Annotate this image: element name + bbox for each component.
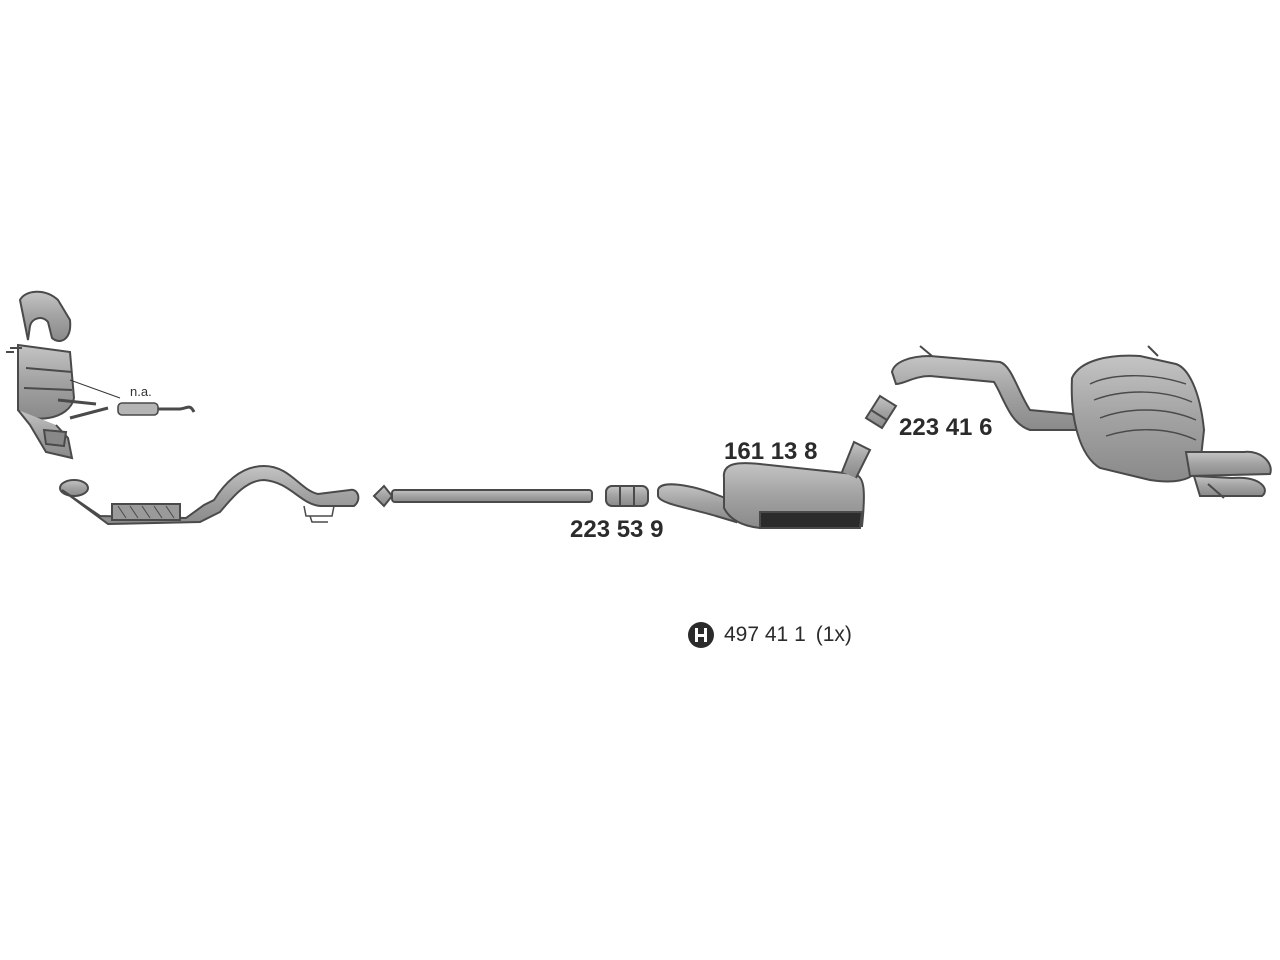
hardware-part-number: 497 41 1 [724,623,806,646]
not-available-label: n.a. [130,384,152,399]
intermediate-pipe[interactable] [372,484,593,508]
part-number-rear-clamp: 223 41 6 [899,414,992,441]
hardware-kit: 497 41 1 (1x) [688,622,852,648]
hanger-icon [688,622,714,648]
rear-clamp[interactable] [864,394,898,430]
rear-muffler[interactable] [890,345,1272,499]
oxygen-sensor[interactable] [69,379,196,416]
part-number-center-muffler: 161 13 8 [724,438,817,465]
part-number-front-clamp: 223 53 9 [570,516,663,543]
center-muffler[interactable] [657,440,872,530]
hardware-quantity: (1x) [815,623,852,646]
front-pipe[interactable] [59,464,360,526]
front-clamp[interactable] [605,485,649,507]
catalytic-converter[interactable] [6,290,109,460]
